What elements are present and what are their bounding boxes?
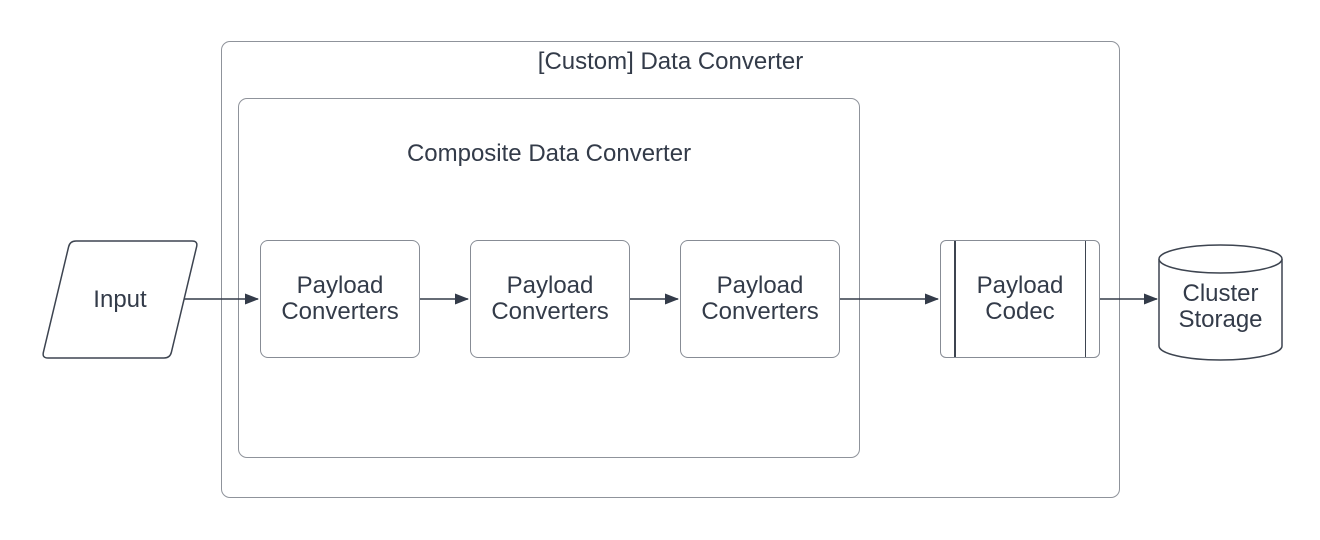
- node-payload-converters-1: Payload Converters: [260, 240, 420, 358]
- cluster-storage-label: Cluster Storage: [1178, 280, 1263, 333]
- node-payload-converters-2: Payload Converters: [470, 240, 630, 358]
- composite-data-converter-container: [238, 98, 860, 458]
- codec-left-bar: [954, 241, 956, 357]
- payload-converters-3-label: Payload Converters: [701, 272, 819, 325]
- node-payload-codec: Payload Codec: [940, 240, 1100, 358]
- payload-converters-1-label: Payload Converters: [281, 272, 399, 325]
- payload-codec-label: Payload Codec: [976, 272, 1064, 325]
- input-label: Input: [93, 285, 147, 313]
- payload-converters-2-label: Payload Converters: [491, 272, 609, 325]
- custom-data-converter-title: [Custom] Data Converter: [537, 48, 804, 75]
- custom-data-converter-container: [221, 41, 1120, 498]
- node-payload-converters-3: Payload Converters: [680, 240, 840, 358]
- composite-data-converter-title: Composite Data Converter: [406, 140, 692, 167]
- codec-right-bar: [1084, 241, 1086, 357]
